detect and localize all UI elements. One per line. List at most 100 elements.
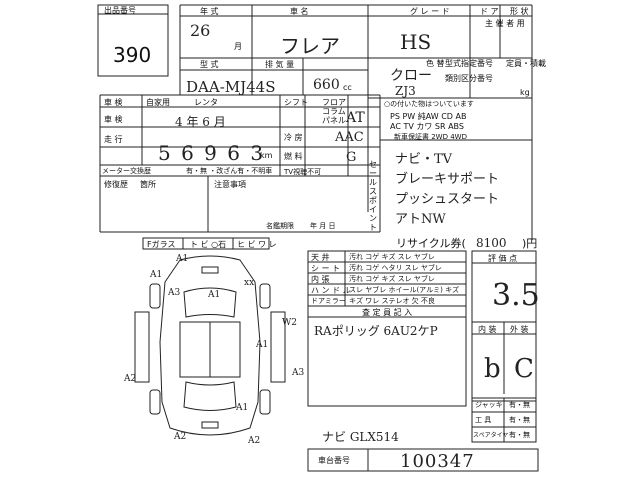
car-diagram bbox=[134, 255, 286, 436]
color-label: 色 替 bbox=[426, 59, 445, 68]
hw-navi: ナビ GLX514 bbox=[322, 430, 399, 444]
mileage-label: 走 行 bbox=[104, 135, 123, 144]
warranty-label: 新車保証書 2WD 4WD bbox=[394, 133, 467, 141]
organizer-label: 主 催 者 用 bbox=[485, 19, 525, 28]
hw-year: 26 bbox=[190, 21, 211, 40]
fuel-label: 燃 料 bbox=[284, 152, 303, 161]
lot-number: 390 bbox=[113, 43, 152, 67]
diagram-mark-xx: xx bbox=[244, 278, 255, 288]
repair-label: 修復歴 bbox=[104, 180, 128, 189]
hw-fuel: G bbox=[346, 150, 357, 165]
displacement-label: 排 気 量 bbox=[265, 60, 295, 69]
capacity-label: 定員・積載 bbox=[506, 59, 546, 68]
interior-label: 内 装 bbox=[478, 325, 497, 334]
exterior-label: 外 装 bbox=[510, 325, 529, 334]
signature-label: 名鑑期限 bbox=[266, 222, 294, 230]
hw-inspection-date: 4 年 6 月 bbox=[175, 115, 226, 129]
hw-model-type: DAA-MJ44S bbox=[186, 78, 276, 96]
hw-mileage: 5 6 9 6 3 bbox=[158, 141, 266, 165]
key-label-2: スペアタイヤ bbox=[473, 432, 509, 439]
diagram-mark-a2-bottom: A2 bbox=[174, 432, 187, 442]
lot-label: 出品番号 bbox=[104, 6, 136, 15]
key-value-0: 有・無 bbox=[509, 401, 530, 409]
key-value-1: 有・無 bbox=[509, 416, 530, 424]
cond-label-1: シ ー ト bbox=[311, 264, 341, 273]
hw-ac: AAC bbox=[335, 130, 364, 145]
body-label: 形 状 bbox=[510, 7, 529, 16]
hw-recycle: 8100 bbox=[476, 236, 507, 250]
maker-label: 車 名 bbox=[290, 7, 309, 16]
year-label: 年 式 bbox=[200, 7, 219, 16]
diagram-mark-a2-left: A2 bbox=[124, 374, 137, 384]
diagram-mark-w2: W2 bbox=[282, 318, 297, 328]
cond-label-4: ドアミラー bbox=[311, 297, 346, 305]
hw-interior: b bbox=[484, 354, 501, 384]
hw-equipment: ナビ・TV ブレーキサポート プッシュスタート アトNW bbox=[395, 152, 500, 227]
sale-point-label: セールスポイント bbox=[369, 160, 377, 232]
report-label: 査 定 員 記 入 bbox=[362, 308, 413, 317]
diagram-mark-a1-left: A1 bbox=[150, 270, 163, 280]
shift-label: シフト bbox=[284, 98, 308, 107]
cond-label-0: 天 井 bbox=[311, 253, 330, 262]
diagram-mark-a3-right: A3 bbox=[292, 368, 305, 378]
hw-color-code: ZJ3 bbox=[395, 84, 416, 98]
cond-items-2: 汚れ コゲ キズ スレ ヤブレ bbox=[349, 275, 435, 283]
date-label: 年 月 日 bbox=[310, 222, 336, 230]
glass-chip: ト ビ ○石 bbox=[190, 240, 227, 249]
floor-label: フロア bbox=[322, 98, 346, 107]
diagram-mark-a1-top: A1 bbox=[176, 254, 189, 264]
hw-exterior: C bbox=[514, 354, 534, 384]
km-label: km bbox=[260, 151, 273, 160]
hw-report: RAポリッグ 6AU2ケP bbox=[314, 324, 438, 338]
hw-maker: フレア bbox=[280, 34, 340, 58]
panel-label: パネル bbox=[322, 116, 346, 125]
kg-label: kg bbox=[520, 88, 530, 97]
recycle-label: リサイクル券( bbox=[396, 237, 466, 250]
cooling-label: 冷 房 bbox=[284, 133, 303, 142]
hw-chassis: 100347 bbox=[400, 451, 475, 472]
key-value-2: 有・無 bbox=[509, 431, 530, 439]
hw-shift: AT bbox=[346, 110, 365, 126]
diagram-mark-a1-roof: A1 bbox=[208, 290, 221, 300]
doors-label: ド ア bbox=[480, 7, 499, 16]
cond-items-3: スレ ヤブレ ホイール(アルミ) キズ bbox=[349, 286, 460, 294]
diagram-mark-a1-rear: A1 bbox=[236, 403, 249, 413]
key-label-0: ジャッキ bbox=[475, 401, 503, 409]
diagram-mark-a3-left: A3 bbox=[168, 288, 181, 298]
meter-label: メーター交換歴 bbox=[102, 167, 151, 175]
inspection-row-label: 車 検 bbox=[104, 115, 123, 124]
cond-items-4: キズ ワレ ステレオ 欠 不良 bbox=[349, 297, 435, 305]
key-label-1: 工 具 bbox=[475, 416, 492, 424]
cond-label-3: ハ ン ド ル bbox=[311, 286, 351, 295]
cond-items-0: 汚れ コゲ キズ スレ ヤブレ bbox=[349, 253, 435, 261]
place-label: 箇所 bbox=[140, 180, 156, 189]
hw-color: クロー bbox=[390, 68, 432, 84]
recycle-unit: )円 bbox=[522, 237, 538, 250]
tv-label: TV視聴不可 bbox=[284, 168, 322, 176]
inspection-label: 車 検 bbox=[104, 98, 123, 107]
options-line2: AC TV カワ SR ABS bbox=[390, 122, 464, 131]
cond-label-2: 内 張 bbox=[311, 275, 330, 284]
month-label: 月 bbox=[234, 42, 242, 51]
class-code-label: 類別区分番号 bbox=[445, 74, 493, 83]
score-label: 評 価 点 bbox=[488, 254, 518, 263]
hw-grade: HS bbox=[400, 30, 432, 54]
glass-crack: ヒ ビ ワ レ bbox=[237, 240, 277, 249]
cc-label: cc bbox=[343, 83, 352, 92]
diagram-mark-a1-door: A1 bbox=[256, 340, 269, 350]
grade-label: グ レ ー ド bbox=[410, 7, 450, 16]
hw-displacement: 660 bbox=[313, 77, 340, 93]
model-code-label: 型式指定番号 bbox=[445, 59, 493, 68]
glass-f: Fガラス bbox=[147, 240, 176, 249]
hw-score: 3.5 bbox=[492, 278, 540, 313]
type-label: 型 式 bbox=[200, 60, 219, 69]
diagram-mark-a2-rear: A2 bbox=[248, 436, 261, 446]
options-line1: PS PW 純AW CD AB bbox=[390, 112, 467, 121]
options-note: ○の付いた物はついています bbox=[384, 100, 474, 108]
meter-options: 有・無 ・改ざん有・不明車 bbox=[186, 167, 273, 175]
rental-label: レンタ bbox=[194, 98, 218, 107]
chassis-label: 車台番号 bbox=[318, 456, 350, 465]
column-label: コラム bbox=[322, 107, 346, 116]
self-use-label: 自家用 bbox=[146, 98, 170, 107]
